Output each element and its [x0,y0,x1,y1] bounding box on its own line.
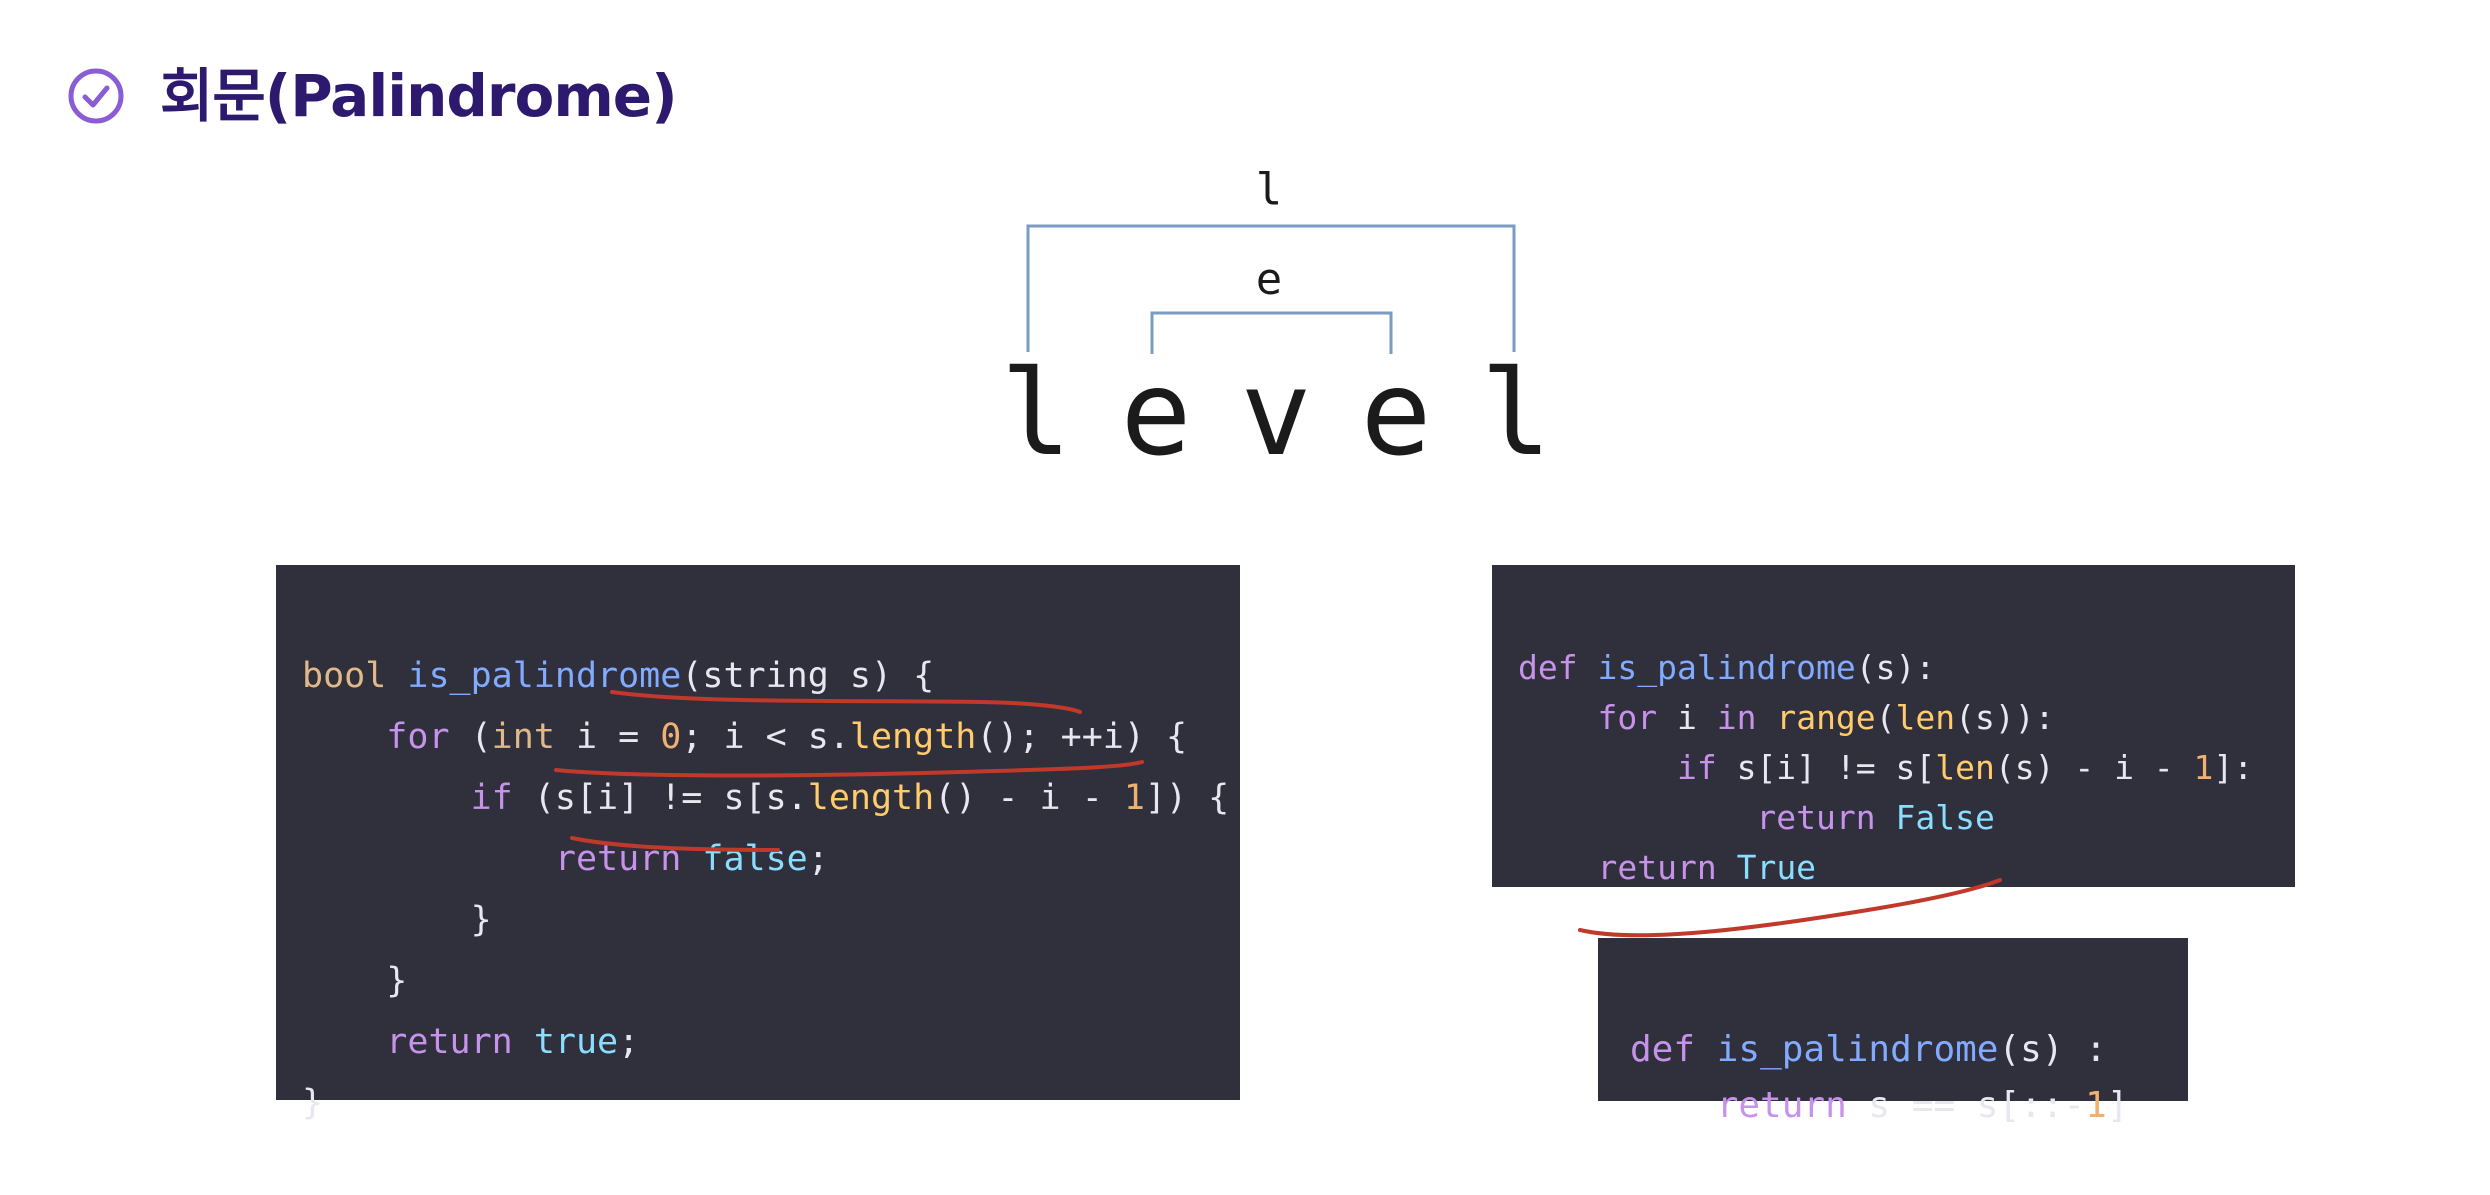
python-loop-code-block: def is_palindrome(s): for i in range(len… [1492,565,2295,887]
word-letter: v [1240,344,1312,482]
inner-bracket [1150,311,1393,354]
cpp-code-block: bool is_palindrome(string s) { for (int … [276,565,1240,1123]
code-line: def is_palindrome(s) : [1630,1029,2107,1070]
code-line: } [302,1083,324,1123]
code-line: return False [1756,798,1995,837]
palindrome-word: l e v e l [0,348,2490,478]
code-line: return s == s[::-1] [1716,1085,2129,1126]
code-line: return True [1597,848,1817,887]
word-letter: e [1120,344,1192,482]
word-letter: l [1480,344,1552,482]
code-line: if s[i] != s[len(s) - i - 1]: [1676,748,2254,787]
code-line: def is_palindrome(s): [1518,648,1936,687]
outer-bracket [1026,224,1516,352]
code-line: bool is_palindrome(string s) { [302,656,935,696]
code-line: return false; [554,839,829,879]
inner-bracket-label: e [1255,254,1283,305]
code-line: } [302,900,492,940]
check-circle-icon [68,68,124,124]
code-line: for (int i = 0; i < s.length(); ++i) { [386,717,1188,757]
palindrome-bracket-diagram [1026,224,1516,354]
code-line: } [302,961,408,1001]
python-slice-code-block: def is_palindrome(s) : return s == s[::-… [1598,938,2188,1126]
word-letter: e [1360,344,1432,482]
code-line: for i in range(len(s)): [1597,698,2055,737]
page-title: 회문(Palindrome) [160,62,678,130]
code-line: if (s[i] != s[s.length() - i - 1]) { [470,778,1230,818]
page-header: 회문(Palindrome) [66,56,678,136]
code-line: return true; [386,1022,640,1062]
word-letter: l [1000,344,1072,482]
outer-bracket-label: l [1255,164,1283,215]
